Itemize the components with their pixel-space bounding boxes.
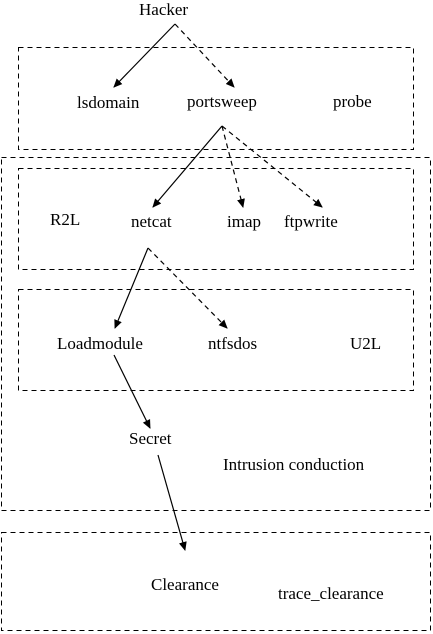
- edge-hacker-portsweep: [174, 23, 235, 88]
- r2l-group-box: [18, 168, 414, 270]
- node-netcat: netcat: [131, 212, 172, 231]
- u2l-group-box: [18, 289, 414, 391]
- edge-portsweep-netcat: [152, 125, 223, 208]
- group-label-u2l: U2L: [350, 334, 382, 353]
- node-imap: imap: [227, 212, 261, 231]
- edge-portsweep-imap: [221, 125, 245, 208]
- node-ntfsdos: ntfsdos: [208, 334, 258, 353]
- edge-netcat-ntfsdos: [147, 247, 228, 329]
- group-label-probe: probe: [333, 92, 372, 111]
- probe-group-box: [18, 47, 414, 150]
- node-secret: Secret: [129, 429, 172, 448]
- group-label-intrusion-conduction: Intrusion conduction: [223, 455, 365, 474]
- intrusion-conduction-box: [1, 157, 431, 511]
- group-label-trace-clearance: trace_clearance: [278, 584, 384, 603]
- node-lsdomain: lsdomain: [77, 93, 140, 112]
- group-label-r2l: R2L: [50, 210, 81, 229]
- edge-loadmodule-secret: [113, 354, 151, 429]
- node-portsweep: portsweep: [187, 92, 257, 111]
- node-hacker: Hacker: [139, 0, 189, 19]
- node-ftpwrite: ftpwrite: [284, 212, 338, 231]
- node-loadmodule: Loadmodule: [57, 334, 143, 353]
- edge-hacker-lsdomain: [113, 23, 176, 88]
- edge-portsweep-ftpwrite: [221, 125, 323, 208]
- edge-netcat-loadmodule: [114, 247, 149, 329]
- trace-clearance-box: [1, 532, 431, 631]
- node-clearance: Clearance: [151, 575, 219, 594]
- edge-secret-clearance: [157, 454, 187, 551]
